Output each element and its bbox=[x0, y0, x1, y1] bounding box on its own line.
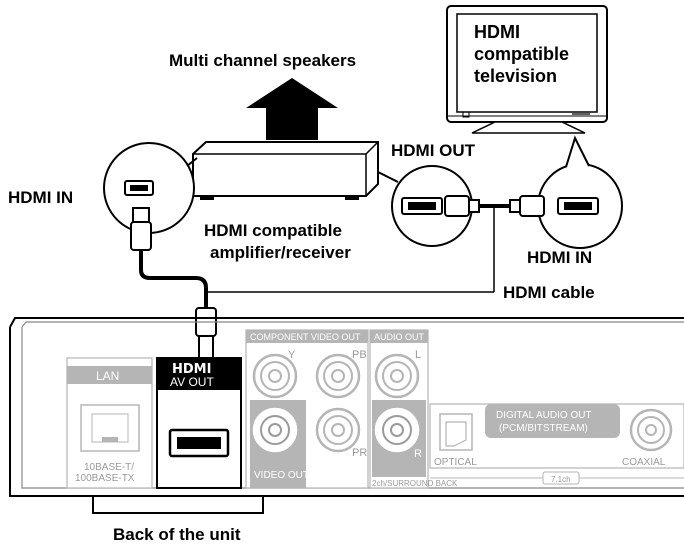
back-of-unit-label: Back of the unit bbox=[113, 525, 241, 544]
tv-label-line-1: HDMI bbox=[474, 22, 520, 42]
speakers-label: Multi channel speakers bbox=[169, 51, 356, 70]
surround-back-label: 2ch/SURROUND BACK bbox=[372, 479, 458, 488]
tv-label-line-3: television bbox=[474, 66, 557, 86]
amplifier-label-line-1: HDMI compatible bbox=[204, 221, 342, 240]
audio-l-label: L bbox=[415, 349, 421, 361]
tv-label-line-2: compatible bbox=[474, 44, 569, 64]
audio-r-label: R bbox=[414, 448, 422, 460]
ch71-label: 7.1ch bbox=[551, 475, 571, 484]
hdmi-in-left-label: HDMI IN bbox=[8, 188, 73, 207]
audio-out-label: AUDIO OUT bbox=[374, 332, 425, 342]
hdmi-out-label: HDMI OUT bbox=[391, 141, 476, 160]
television bbox=[446, 5, 608, 134]
av-out-label: AV OUT bbox=[170, 375, 214, 389]
digital-audio-out-line-2: (PCM/BITSTREAM) bbox=[499, 423, 588, 434]
component-video-out-label: COMPONENT VIDEO OUT bbox=[250, 332, 361, 342]
digital-audio-out-line-1: DIGITAL AUDIO OUT bbox=[496, 410, 592, 421]
component-pr-label: PR bbox=[352, 447, 367, 459]
video-out-label: VIDEO OUT bbox=[254, 470, 309, 481]
lan-label: LAN bbox=[96, 369, 119, 383]
coaxial-label: COAXIAL bbox=[622, 457, 666, 468]
amplifier-label-line-2: amplifier/receiver bbox=[210, 243, 351, 262]
tv-hdmi-in-callout bbox=[537, 135, 623, 249]
optical-label: OPTICAL bbox=[434, 457, 477, 468]
component-pb-label: PB bbox=[352, 349, 367, 361]
amp-hdmi-in-callout bbox=[103, 142, 198, 234]
hdmi-cable-label: HDMI cable bbox=[503, 283, 595, 302]
lan-spec-line-2: 100BASE-TX bbox=[75, 473, 135, 484]
amplifier bbox=[192, 141, 379, 200]
hdmi-cable-upper bbox=[444, 195, 545, 292]
player-back-panel bbox=[9, 317, 684, 514]
lan-spec-line-1: 10BASE-T/ bbox=[84, 462, 134, 473]
component-y-label: Y bbox=[288, 349, 296, 361]
hdmi-logo: HDMI bbox=[172, 362, 211, 377]
hdmi-in-right-label: HDMI IN bbox=[527, 248, 592, 267]
up-arrow-icon bbox=[246, 78, 338, 140]
